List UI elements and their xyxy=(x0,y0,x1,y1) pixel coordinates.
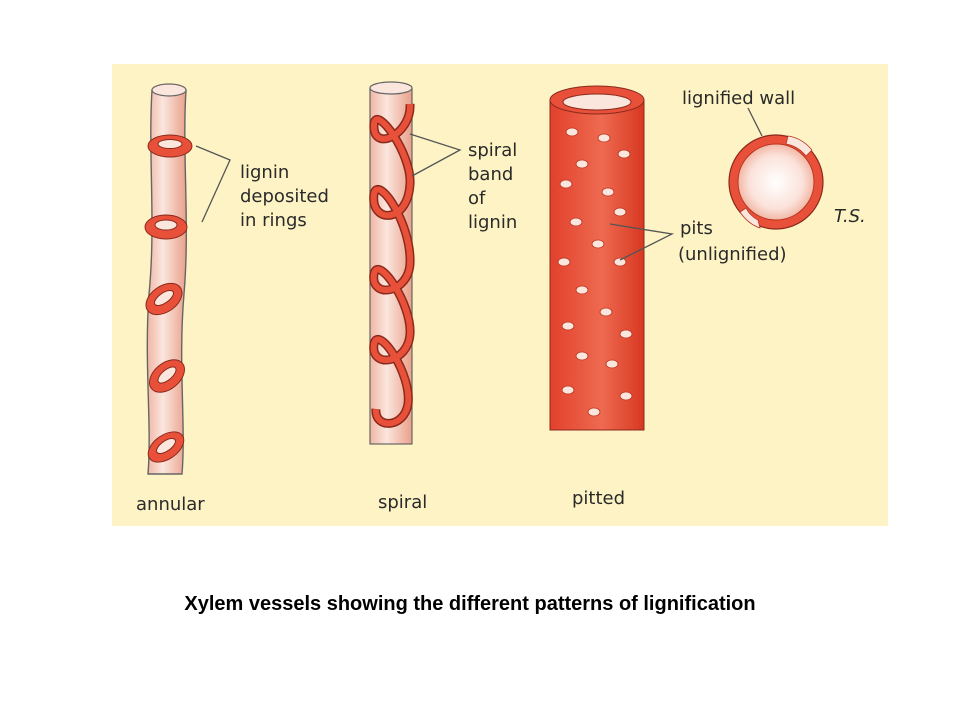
spiral-band-fill xyxy=(370,103,414,427)
panel-background xyxy=(112,64,888,526)
lignin-ring xyxy=(149,359,185,393)
annular-tube-top xyxy=(151,83,187,97)
cross-section-tag: T.S. xyxy=(834,206,866,227)
lignin-ring xyxy=(147,431,185,463)
pit xyxy=(575,351,589,361)
annular-rings xyxy=(144,134,193,463)
pit xyxy=(569,217,583,227)
figure-caption: Xylem vessels showing the different patt… xyxy=(184,593,756,615)
lignin-ring xyxy=(145,282,183,316)
pitted-note-line-1: pits xyxy=(680,218,713,239)
pit xyxy=(597,133,611,143)
annular-note-line-1: lignin xyxy=(240,162,289,183)
pitted-label: pitted xyxy=(572,488,625,509)
pit xyxy=(561,321,575,331)
pit xyxy=(599,307,613,317)
pit xyxy=(591,239,605,249)
annular-note-line-3: in rings xyxy=(240,210,307,231)
lignin-ring xyxy=(144,214,188,240)
pitted-pointer-line xyxy=(609,223,675,261)
spiral-vessel: spiral band of lignin spiral xyxy=(369,81,517,513)
lignin-ring xyxy=(147,134,193,158)
annular-note-line-2: deposited xyxy=(240,186,329,207)
pit xyxy=(565,127,579,137)
annular-label: annular xyxy=(136,494,205,515)
pit xyxy=(613,257,627,267)
pit xyxy=(575,159,589,169)
spiral-note-line-2: band xyxy=(468,164,513,185)
pitted-tube-opening xyxy=(562,93,632,111)
cross-section-lumen xyxy=(737,143,815,221)
spiral-label: spiral xyxy=(378,492,427,513)
pit xyxy=(575,285,589,295)
spiral-note-line-1: spiral xyxy=(468,140,517,161)
pit xyxy=(619,329,633,339)
pit xyxy=(619,391,633,401)
pit xyxy=(617,149,631,159)
pits xyxy=(557,127,633,417)
spiral-note-line-3: of xyxy=(468,188,486,209)
pitted-vessel: pits (unlignified) pitted xyxy=(549,85,787,509)
cross-section-wall-label: lignified wall xyxy=(682,88,795,109)
spiral-band xyxy=(369,103,415,428)
pit xyxy=(587,407,601,417)
cross-section: lignified wall T.S. xyxy=(682,88,866,230)
pit xyxy=(561,385,575,395)
pitted-note-line-2: (unlignified) xyxy=(678,244,787,265)
diagram-panel: lignin deposited in rings annular spiral… xyxy=(112,64,888,526)
cross-section-pointer-line xyxy=(747,107,763,137)
unlignified-gap xyxy=(739,207,761,229)
unlignified-gap xyxy=(785,135,813,157)
pit xyxy=(613,207,627,217)
spiral-note-line-4: lignin xyxy=(468,212,517,233)
pit xyxy=(559,179,573,189)
pit xyxy=(605,359,619,369)
spiral-pointer-line xyxy=(409,133,462,177)
pit xyxy=(601,187,615,197)
pit xyxy=(557,257,571,267)
xylem-diagram: lignin deposited in rings annular spiral… xyxy=(112,64,888,526)
annular-vessel: lignin deposited in rings annular xyxy=(136,83,329,515)
annular-pointer-line xyxy=(195,145,231,223)
spiral-tube-top xyxy=(369,81,413,95)
